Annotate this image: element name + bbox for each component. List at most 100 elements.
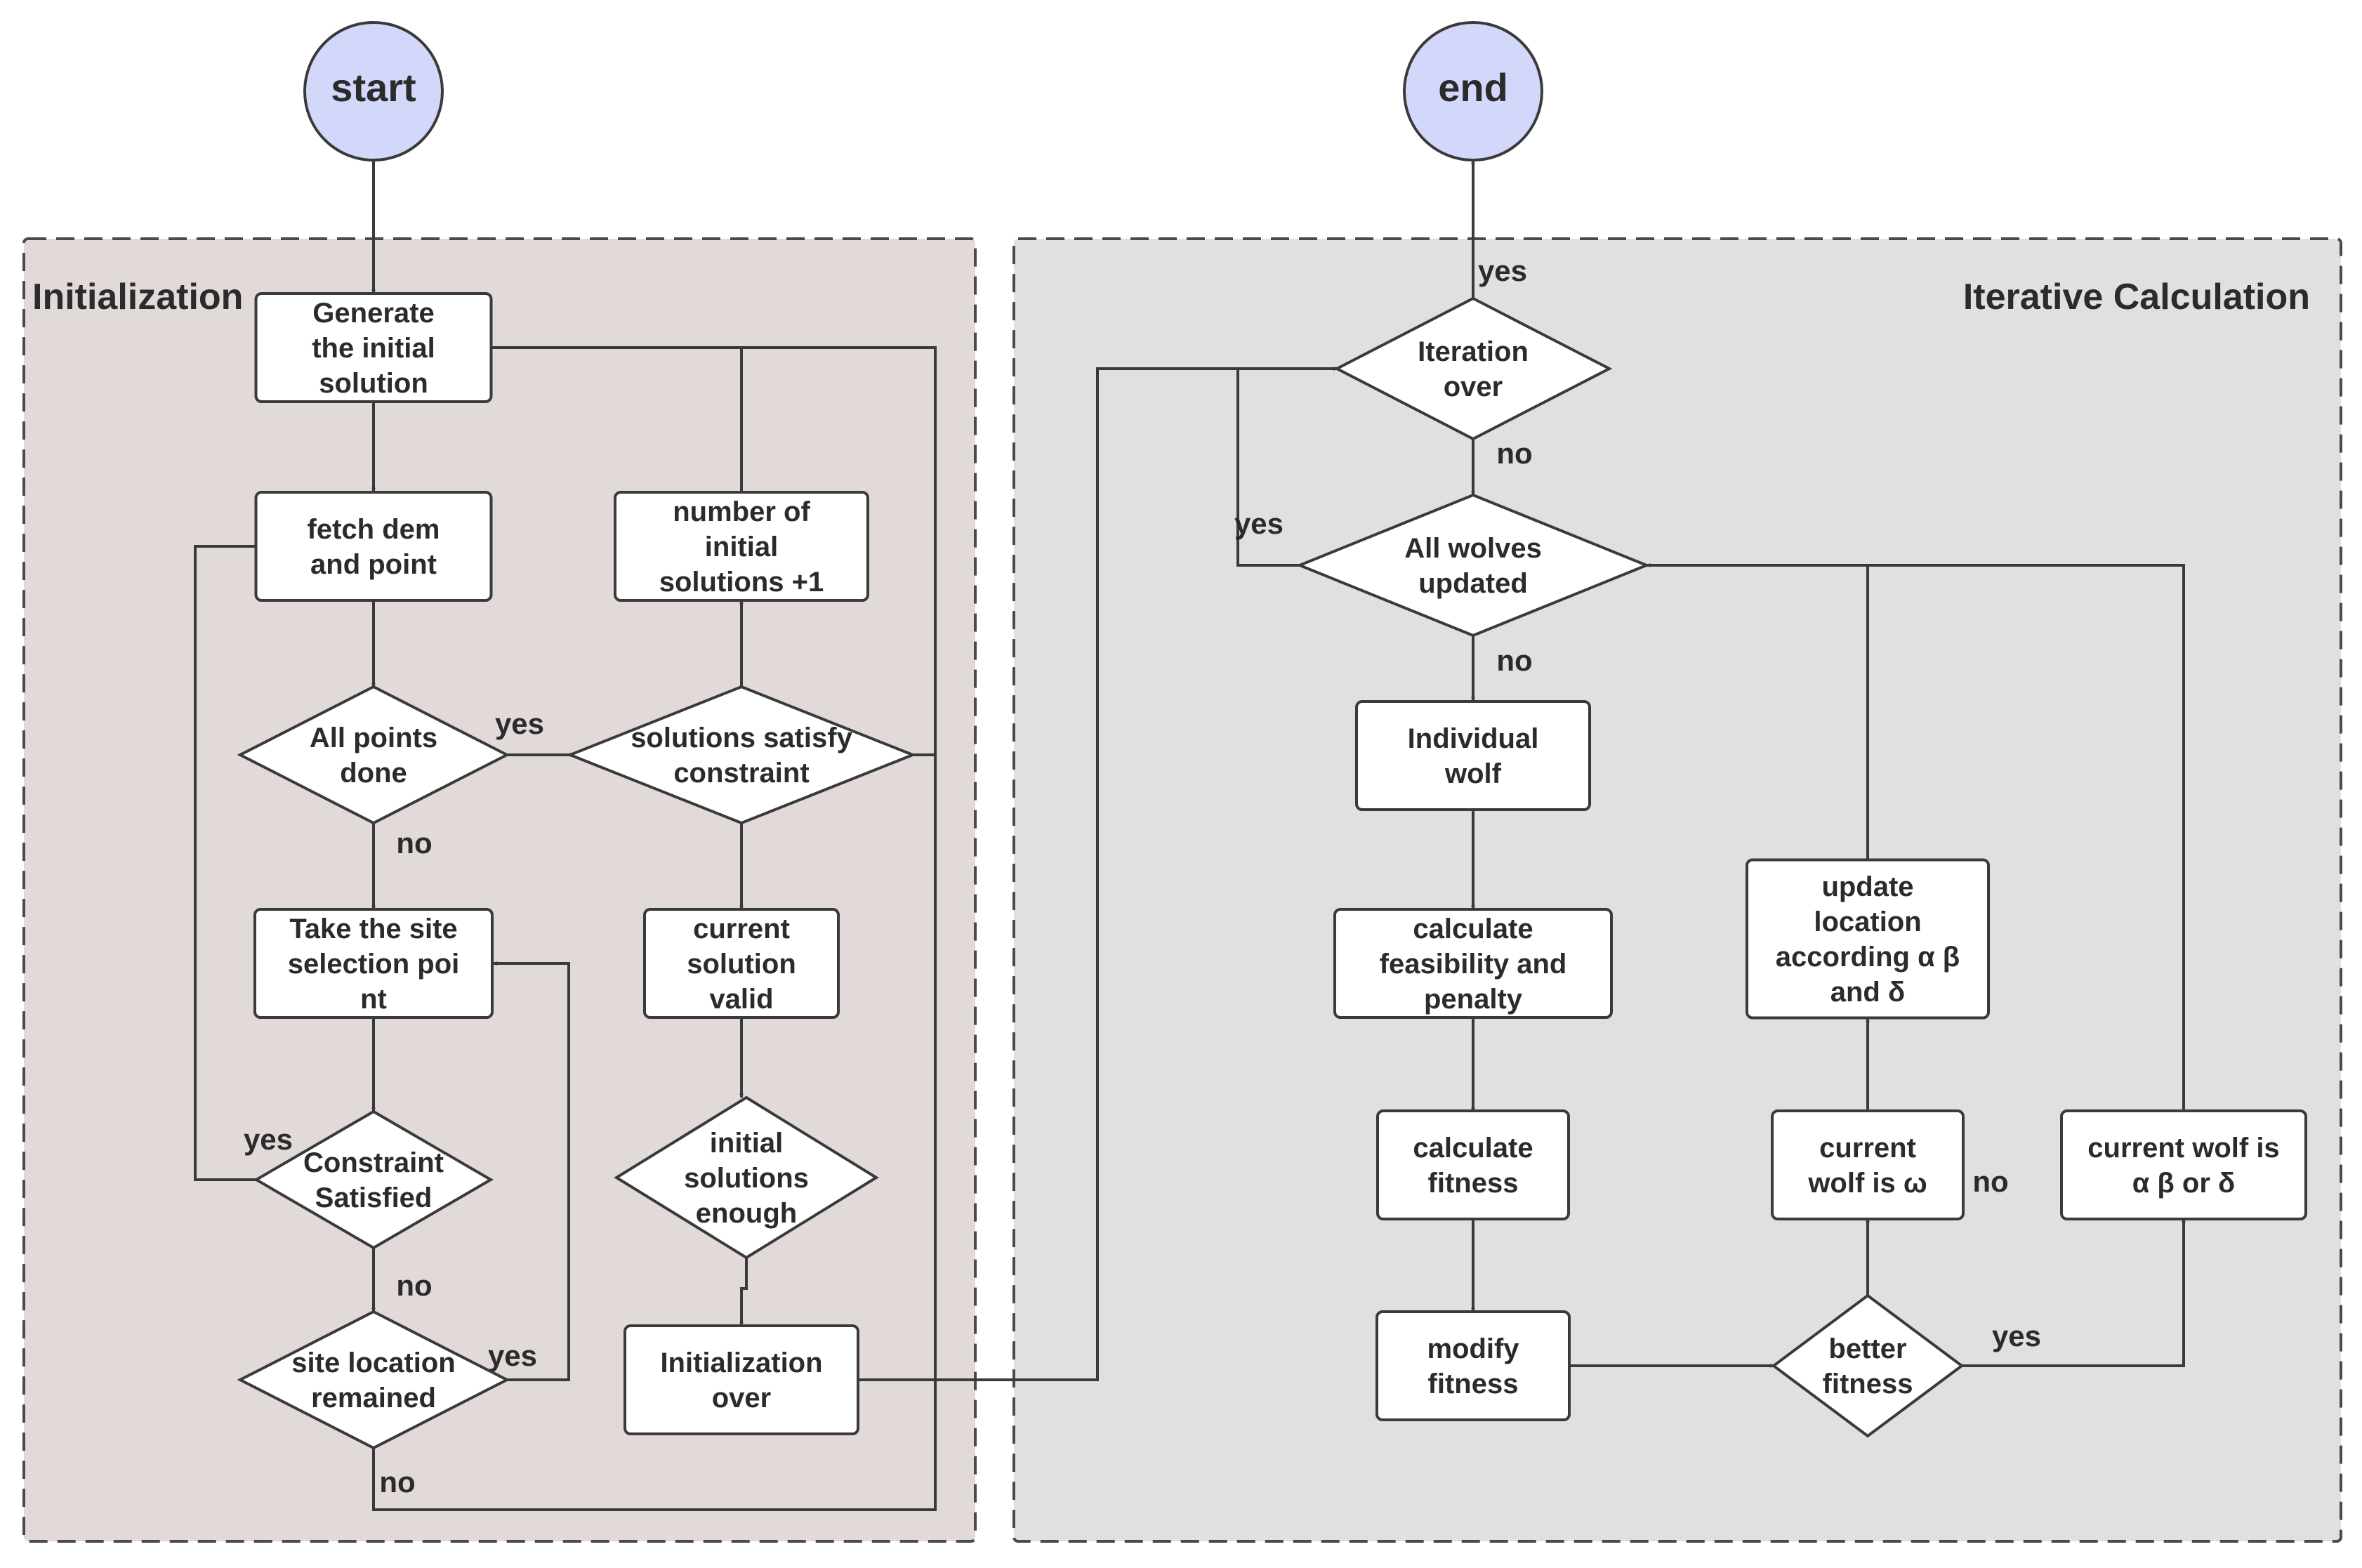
edge-labels: yes no yes no yes no yes no yes no no ye… (244, 254, 2041, 1498)
node-solsat-text-line: constraint (673, 758, 809, 789)
node-initover: Initialization over (624, 1324, 859, 1435)
edge-site-location-no-to-generate (372, 345, 937, 1511)
edge-constraint-yes-to-fetch (194, 544, 277, 1181)
node-curabd-text-line: current wolf is (2087, 1133, 2279, 1164)
label-allwolves-yes: yes (1234, 507, 1284, 540)
node-update-shape (1746, 858, 1990, 1020)
node-fetch-shape (254, 491, 493, 602)
node-numinit-text-line: solutions +1 (659, 567, 824, 598)
node-curomega-text-line: current (1819, 1133, 1916, 1164)
label-allpoints-no: no (396, 826, 432, 859)
initialization-region-title: Initialization (32, 277, 243, 317)
node-curvalid-text-line: valid (709, 984, 773, 1015)
node-allpoints-text-line: All points (310, 723, 437, 753)
node-curvalid-text-line: current (693, 914, 790, 944)
node-calcfeas-shape (1333, 908, 1613, 1019)
node-constraint-text-line: Constraint (303, 1147, 444, 1178)
edge-better-fitness-yes-to-current-abd (1962, 1218, 2186, 1367)
node-initenough-text-line: solutions (684, 1163, 809, 1194)
label-curomega-no: no (1972, 1165, 2008, 1198)
node-initenough-shape (614, 1095, 879, 1260)
node-update-text-line: update (1821, 871, 1913, 902)
node-modfit-text-line: fitness (1428, 1369, 1519, 1399)
node-siteloc-text-line: site location (291, 1348, 455, 1378)
node-calcfit-text-line: calculate (1413, 1133, 1533, 1164)
node-allpoints-shape (237, 685, 510, 825)
node-curabd: current wolf is α β or δ (2060, 1109, 2307, 1220)
label-siteloc-yes: yes (488, 1339, 537, 1372)
node-allwolves-text-line: updated (1418, 568, 1528, 599)
node-curomega-shape (1771, 1109, 1965, 1220)
node-initenough-text-line: enough (696, 1198, 797, 1229)
node-better-text-line: fitness (1823, 1369, 1913, 1399)
iterative-calculation-region (1012, 237, 2342, 1543)
node-numinit-text-line: number of (673, 496, 810, 527)
node-indiv-text-line: Individual (1408, 723, 1539, 754)
node-better-shape (1771, 1293, 1965, 1438)
node-constraint-shape (253, 1109, 494, 1250)
node-take-text-line: nt (360, 984, 387, 1015)
node-curomega-text-line: wolf is ω (1807, 1168, 1927, 1199)
label-allwolves-no: no (1496, 644, 1532, 677)
node-take-shape (253, 908, 494, 1019)
node-end-text-line: end (1438, 65, 1508, 110)
node-end-shape (1403, 21, 1543, 162)
node-update-text-line: location (1814, 907, 1921, 937)
node-numinit-text-line: initial (705, 532, 778, 562)
node-indiv-text-line: wolf (1444, 758, 1502, 789)
node-update-text-line: according α β (1776, 942, 1960, 973)
node-calcfit-shape (1376, 1109, 1570, 1220)
node-indiv-shape (1355, 700, 1591, 811)
node-numinit-shape (614, 491, 869, 602)
node-initover-text-line: Initialization (660, 1348, 822, 1378)
node-initover-text-line: over (712, 1383, 772, 1414)
node-calcfit: calculate fitness (1376, 1109, 1570, 1220)
node-fetch-text-line: and point (310, 549, 437, 580)
node-calcfit-text-line: fitness (1428, 1168, 1519, 1199)
node-gen-shape (254, 292, 493, 403)
node-allwolves: All wolves updated (1295, 493, 1651, 638)
node-solsat-text-line: solutions satisfy (631, 723, 852, 753)
node-iterover-shape (1333, 296, 1613, 441)
edge-initialization-over-to-iteration-over (858, 367, 1338, 1381)
node-siteloc-shape (237, 1310, 510, 1450)
label-iterover-no: no (1496, 437, 1532, 470)
node-calcfeas-text-line: penalty (1424, 984, 1523, 1015)
node-curvalid: current solution valid (643, 908, 840, 1019)
label-siteloc-no: no (379, 1465, 415, 1498)
label-allpoints-yes: yes (495, 707, 544, 740)
node-start: start (303, 21, 444, 162)
label-better-yes: yes (1992, 1319, 2041, 1352)
node-solsat: solutions satisfy constraint (566, 685, 917, 825)
node-update-text-line: and δ (1830, 977, 1905, 1008)
node-update: update location according α β and δ (1746, 858, 1990, 1020)
node-constraint-text-line: Satisfied (315, 1182, 433, 1213)
node-take-text-line: selection poi (288, 949, 460, 980)
node-modfit: modify fitness (1375, 1310, 1571, 1421)
edge-site-location-yes-to-take-site (493, 961, 570, 1381)
node-initenough-text-line: initial (710, 1128, 783, 1159)
node-calcfeas-text-line: calculate (1413, 914, 1533, 944)
node-take-text-line: Take the site (289, 914, 457, 944)
edge-initial-enough-to-initialization-over (739, 1258, 748, 1326)
node-allwolves-text-line: All wolves (1404, 533, 1542, 564)
node-start-shape (303, 21, 444, 162)
node-end: end (1403, 21, 1543, 162)
node-curabd-shape (2060, 1109, 2307, 1220)
edges (194, 159, 2186, 1511)
node-curvalid-text-line: solution (687, 949, 796, 980)
node-curabd-text-line: α β or δ (2132, 1168, 2236, 1199)
node-modfit-text-line: modify (1427, 1333, 1519, 1364)
node-allwolves-shape (1295, 493, 1651, 638)
node-initover-shape (624, 1324, 859, 1435)
node-start-text-line: start (331, 65, 416, 110)
node-fetch-text-line: fetch dem (308, 514, 440, 545)
node-calcfeas-text-line: feasibility and (1380, 949, 1567, 980)
node-numinit: number of initial solutions +1 (614, 491, 869, 602)
node-iterover-text-line: over (1444, 371, 1503, 402)
